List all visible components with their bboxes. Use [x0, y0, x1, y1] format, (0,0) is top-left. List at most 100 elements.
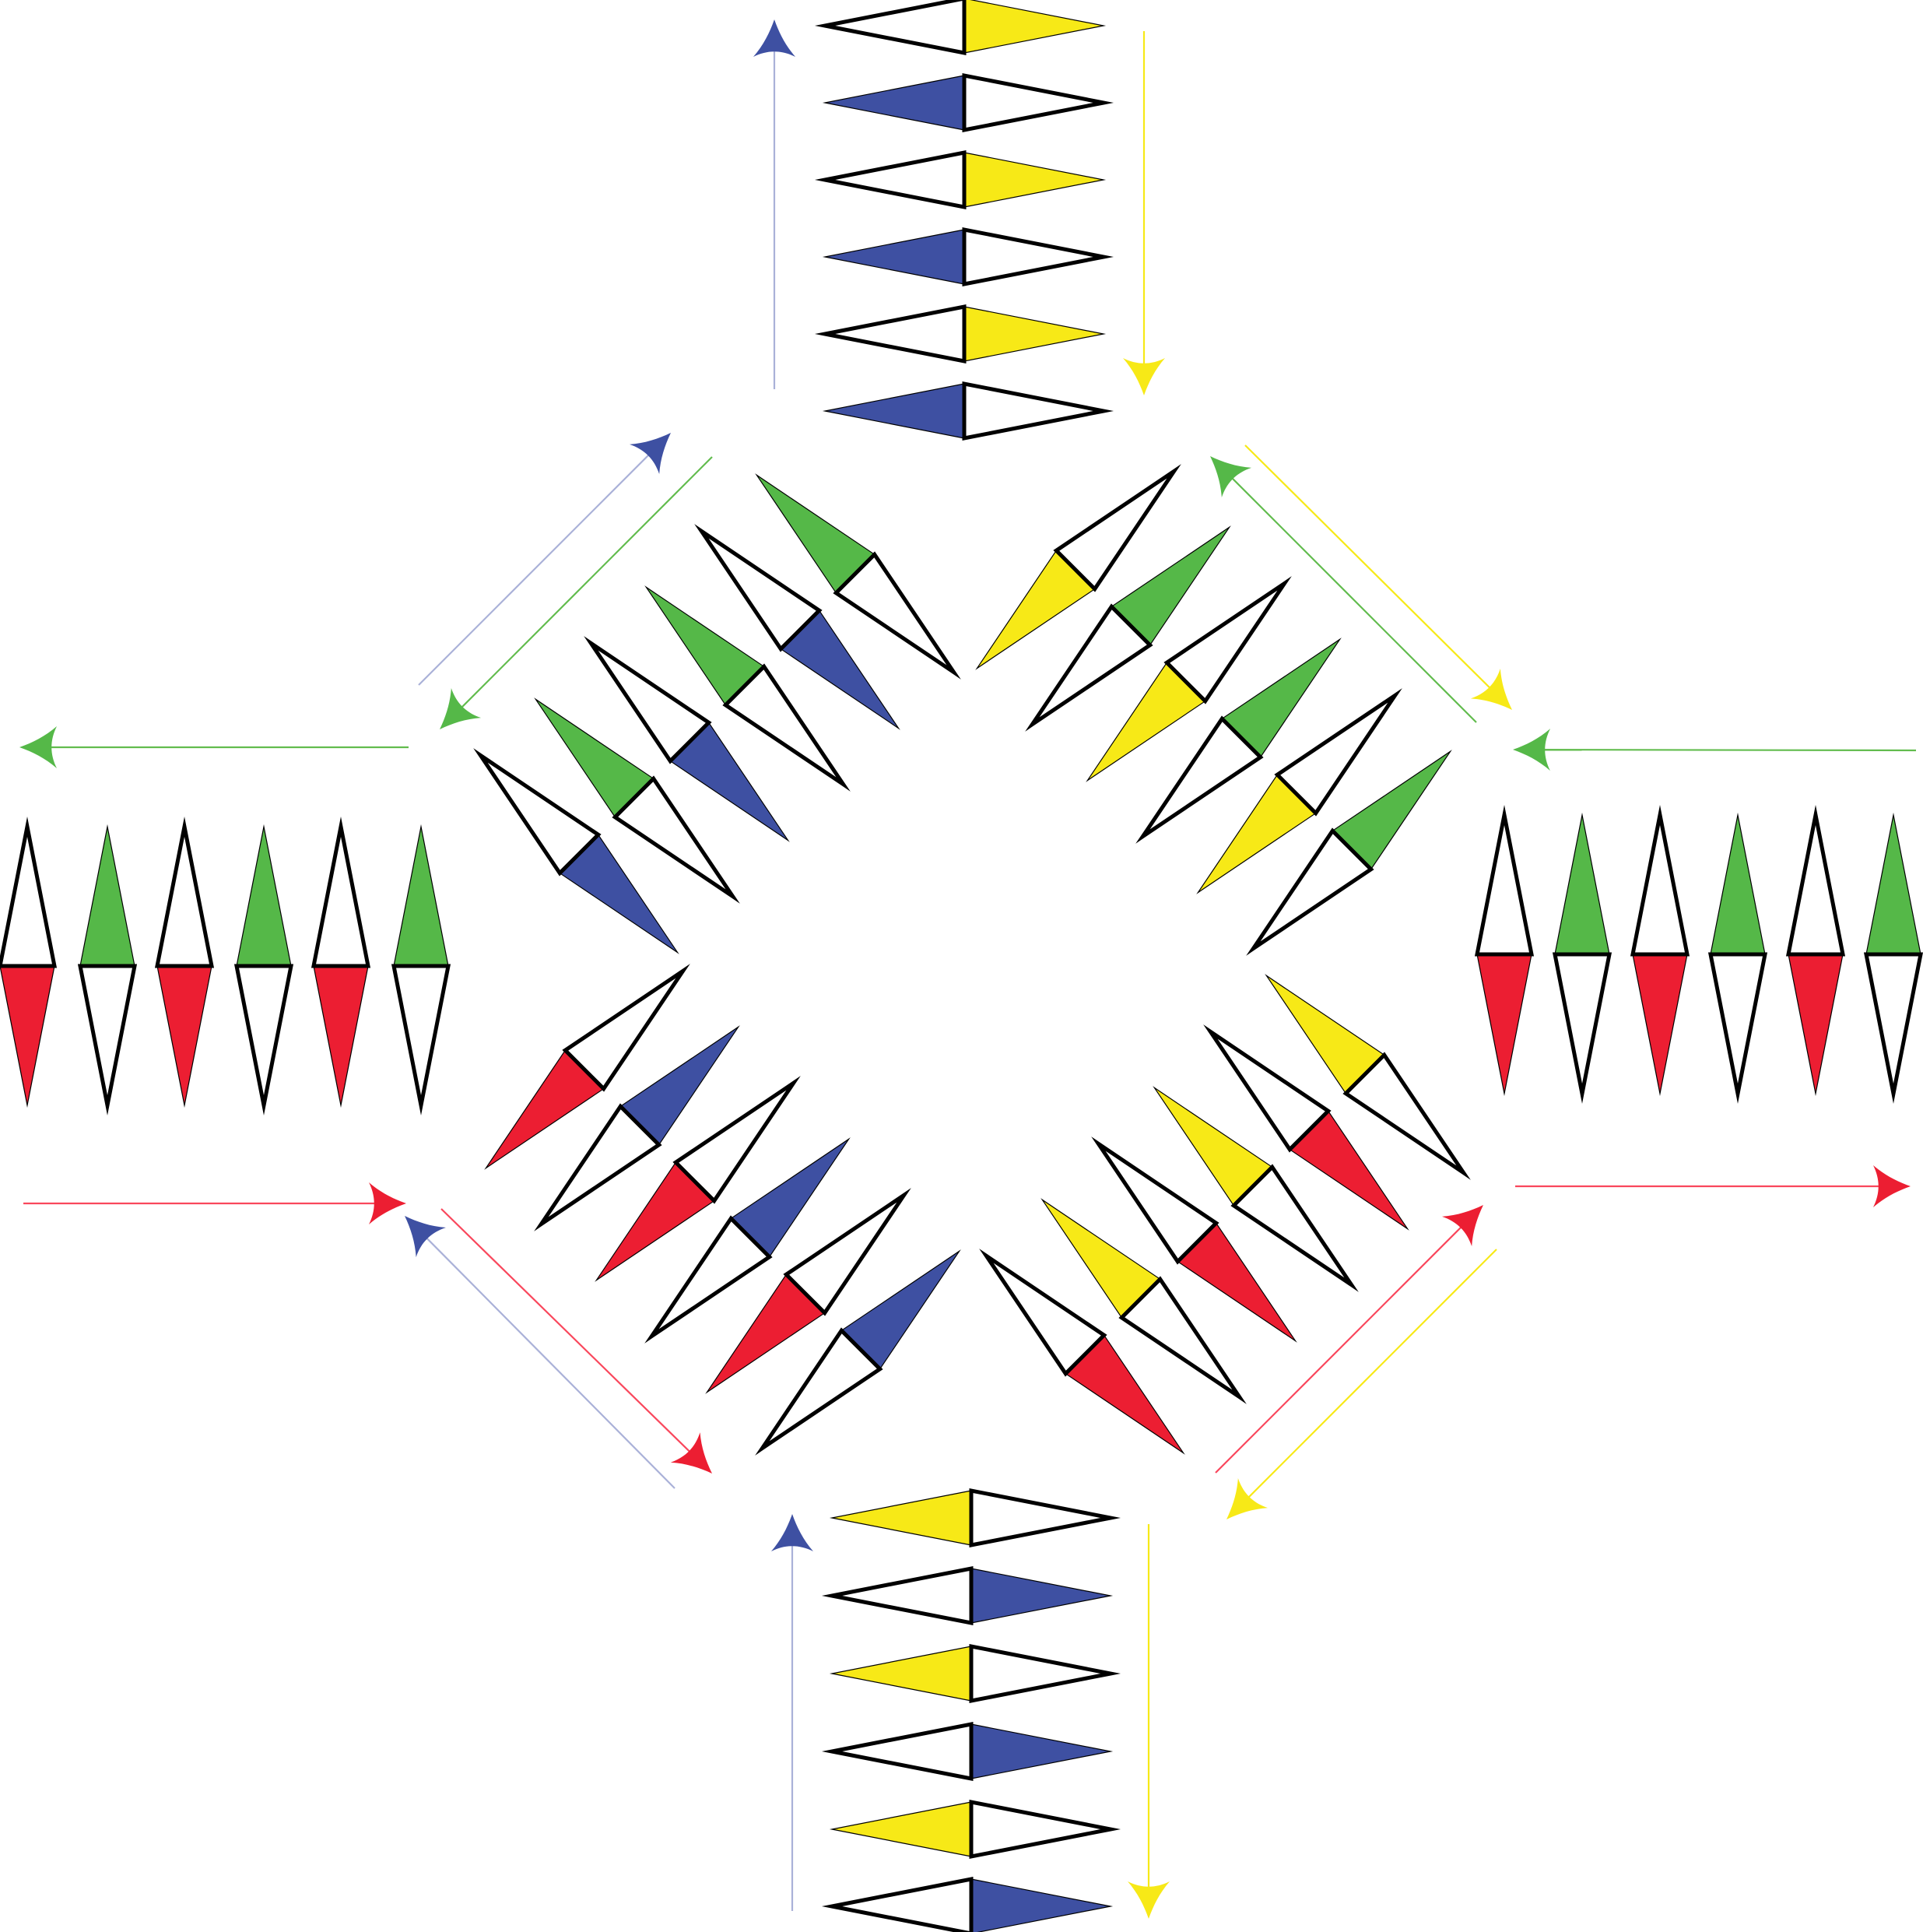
slat [1630, 804, 1690, 1097]
slat [694, 524, 900, 730]
arrow-shaft [455, 456, 713, 714]
slat [829, 1643, 1121, 1704]
slat-half-white [562, 964, 690, 1092]
slat-half-white [962, 72, 1114, 133]
slat [814, 149, 1107, 210]
slat [595, 1076, 801, 1282]
slat-half-white [962, 381, 1114, 441]
arrowhead-icon [405, 1216, 446, 1258]
slat-half-white [1246, 827, 1374, 956]
arrow-shaft [1215, 1221, 1468, 1474]
slat [1086, 576, 1292, 782]
slat [311, 816, 371, 1108]
arrow-shaft [418, 448, 655, 686]
slat [534, 1025, 740, 1231]
arrow-shaft [440, 1208, 697, 1458]
slat-half-white [1163, 576, 1292, 704]
slat [979, 1249, 1185, 1455]
slat-group-lower-left [484, 964, 961, 1456]
slat-half-white [814, 149, 967, 210]
slat [1474, 804, 1535, 1097]
slat-half-white [1785, 804, 1846, 957]
slat-half-white [391, 964, 451, 1116]
slat [1785, 804, 1846, 1097]
slat [1196, 688, 1402, 894]
slat-half-white [1707, 952, 1768, 1105]
flow-arrow-lower-right-yellow-sw [1226, 1249, 1497, 1519]
arrow-shaft [1226, 472, 1477, 723]
slat [814, 304, 1107, 364]
slat-half-white [534, 1103, 662, 1231]
slat [1203, 1024, 1409, 1231]
slat-half-white [1863, 952, 1923, 1105]
slat [484, 964, 690, 1170]
slat-half-white [1025, 603, 1153, 732]
slat [814, 0, 1107, 56]
slat [975, 464, 1181, 670]
slat-half-white [672, 1076, 801, 1204]
slat-group-lower-right [979, 974, 1471, 1455]
flow-arrow-bottom-yellow-down [1128, 1524, 1170, 1919]
flow-arrow-upper-right-green-nw [1210, 456, 1477, 723]
slat-group-bottom [821, 1488, 1121, 1932]
slat-half-white [821, 1721, 974, 1782]
flow-arrow-lower-left-blue-nw [405, 1216, 676, 1489]
slat-half-white [233, 964, 294, 1116]
flow-arrow-left-green-left [19, 726, 409, 768]
slat-half-white [154, 816, 215, 968]
slat-half-white [584, 636, 712, 764]
slat [1135, 638, 1342, 844]
slat-half-white [1203, 1024, 1332, 1153]
flow-arrow-upper-right-yellow-se [1244, 444, 1512, 710]
arrow-shaft [420, 1231, 676, 1489]
slat-half-white [77, 964, 138, 1116]
arrowhead-icon [1873, 1165, 1911, 1207]
slat [584, 636, 790, 842]
arrowhead-icon [440, 687, 482, 729]
slat-half-white [1118, 1276, 1247, 1404]
arrowhead-icon [670, 1432, 712, 1474]
flow-arrow-upper-left-green-sw [440, 456, 713, 729]
slat [705, 1188, 911, 1394]
arrowhead-icon [1470, 669, 1512, 710]
arrowhead-icon [629, 433, 671, 475]
arrowhead-icon [369, 1182, 406, 1224]
slat [755, 1249, 961, 1456]
slat-half-white [821, 1876, 974, 1932]
flow-arrow-right-red-right [1515, 1165, 1911, 1207]
arrowhead-icon [1128, 1881, 1170, 1919]
slat-half-white [833, 551, 961, 680]
slat-half-white [473, 748, 602, 876]
arrow-shaft [1244, 444, 1497, 694]
slat-group-left [0, 816, 451, 1116]
slat-half-white [1552, 952, 1612, 1105]
flow-arrow-lower-left-red-se [440, 1208, 712, 1474]
slat [1025, 525, 1231, 732]
slat-half-white [1053, 464, 1181, 592]
slat [1153, 1086, 1359, 1292]
flow-arrow-bottom-blue-up [771, 1514, 813, 1911]
slat-group-right [1474, 804, 1923, 1105]
flow-arrow-top-blue-up [753, 19, 795, 389]
slat-half-white [755, 1327, 883, 1456]
slat [644, 585, 851, 792]
slat [822, 381, 1114, 441]
slat [1091, 1136, 1297, 1343]
slat [77, 824, 138, 1116]
slat-half-white [1474, 804, 1535, 957]
arrowhead-icon [1210, 456, 1252, 498]
slat-half-white [0, 816, 58, 968]
slat [1265, 974, 1471, 1180]
slat [822, 227, 1114, 287]
flow-arrow-top-yellow-down [1123, 31, 1165, 395]
slat [821, 1876, 1114, 1932]
slat-half-white [962, 227, 1114, 287]
arrowhead-icon [19, 726, 57, 768]
slat-half-white [814, 304, 967, 364]
slat-half-white [969, 1643, 1121, 1704]
slat-half-white [722, 663, 851, 792]
slat-half-white [1274, 688, 1402, 817]
slat [233, 824, 294, 1116]
